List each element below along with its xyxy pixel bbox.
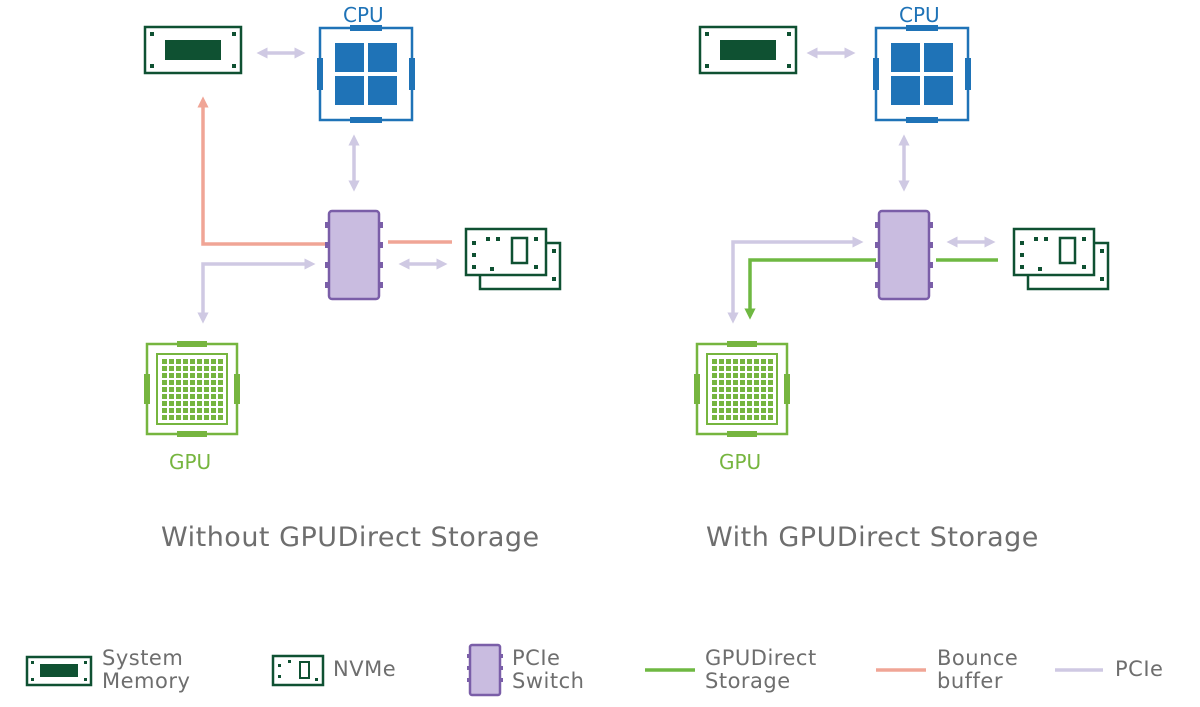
legend-nvme-icon (271, 654, 325, 687)
nvme-icon (1012, 227, 1110, 291)
pcie-switch-icon (323, 209, 385, 301)
pcie-link-switch-gpu (727, 236, 864, 324)
cpu-chip-icon (315, 23, 417, 125)
legend-system-memory-label: System Memory (102, 646, 191, 693)
legend-system-memory-icon (25, 655, 93, 687)
legend (25, 643, 1103, 697)
nvme-icon (464, 227, 562, 291)
gpu-label-right: GPU (719, 450, 762, 474)
pcie-switch-icon (873, 209, 935, 301)
pcie-link-switch-gpu (197, 258, 316, 324)
legend-gpudirect-label: GPUDirect Storage (705, 646, 817, 693)
cpu-chip-icon (871, 23, 973, 125)
legend-nvme-label: NVMe (333, 657, 397, 681)
diagram-with-gds (692, 23, 1110, 439)
legend-bounce-buffer-label: Bounce buffer (937, 646, 1019, 693)
gpudirect-storage-path-to-gpu (744, 258, 876, 320)
gpu-chip-icon (142, 339, 242, 439)
caption-with-gds: With GPUDirect Storage (706, 522, 1039, 553)
cpu-label-left: CPU (343, 3, 384, 27)
system-memory-icon (698, 25, 798, 75)
legend-pcie-switch-icon (467, 643, 503, 697)
bounce-buffer-path (197, 96, 328, 246)
diagram-without-gds (142, 23, 562, 439)
caption-without-gds: Without GPUDirect Storage (161, 522, 540, 553)
system-memory-icon (143, 25, 243, 75)
gpu-chip-icon (692, 339, 792, 439)
legend-pcie-label: PCIe (1115, 657, 1164, 681)
gpu-label-left: GPU (169, 450, 212, 474)
cpu-label-right: CPU (899, 3, 940, 27)
legend-pcie-switch-label: PCIe Switch (512, 646, 585, 693)
